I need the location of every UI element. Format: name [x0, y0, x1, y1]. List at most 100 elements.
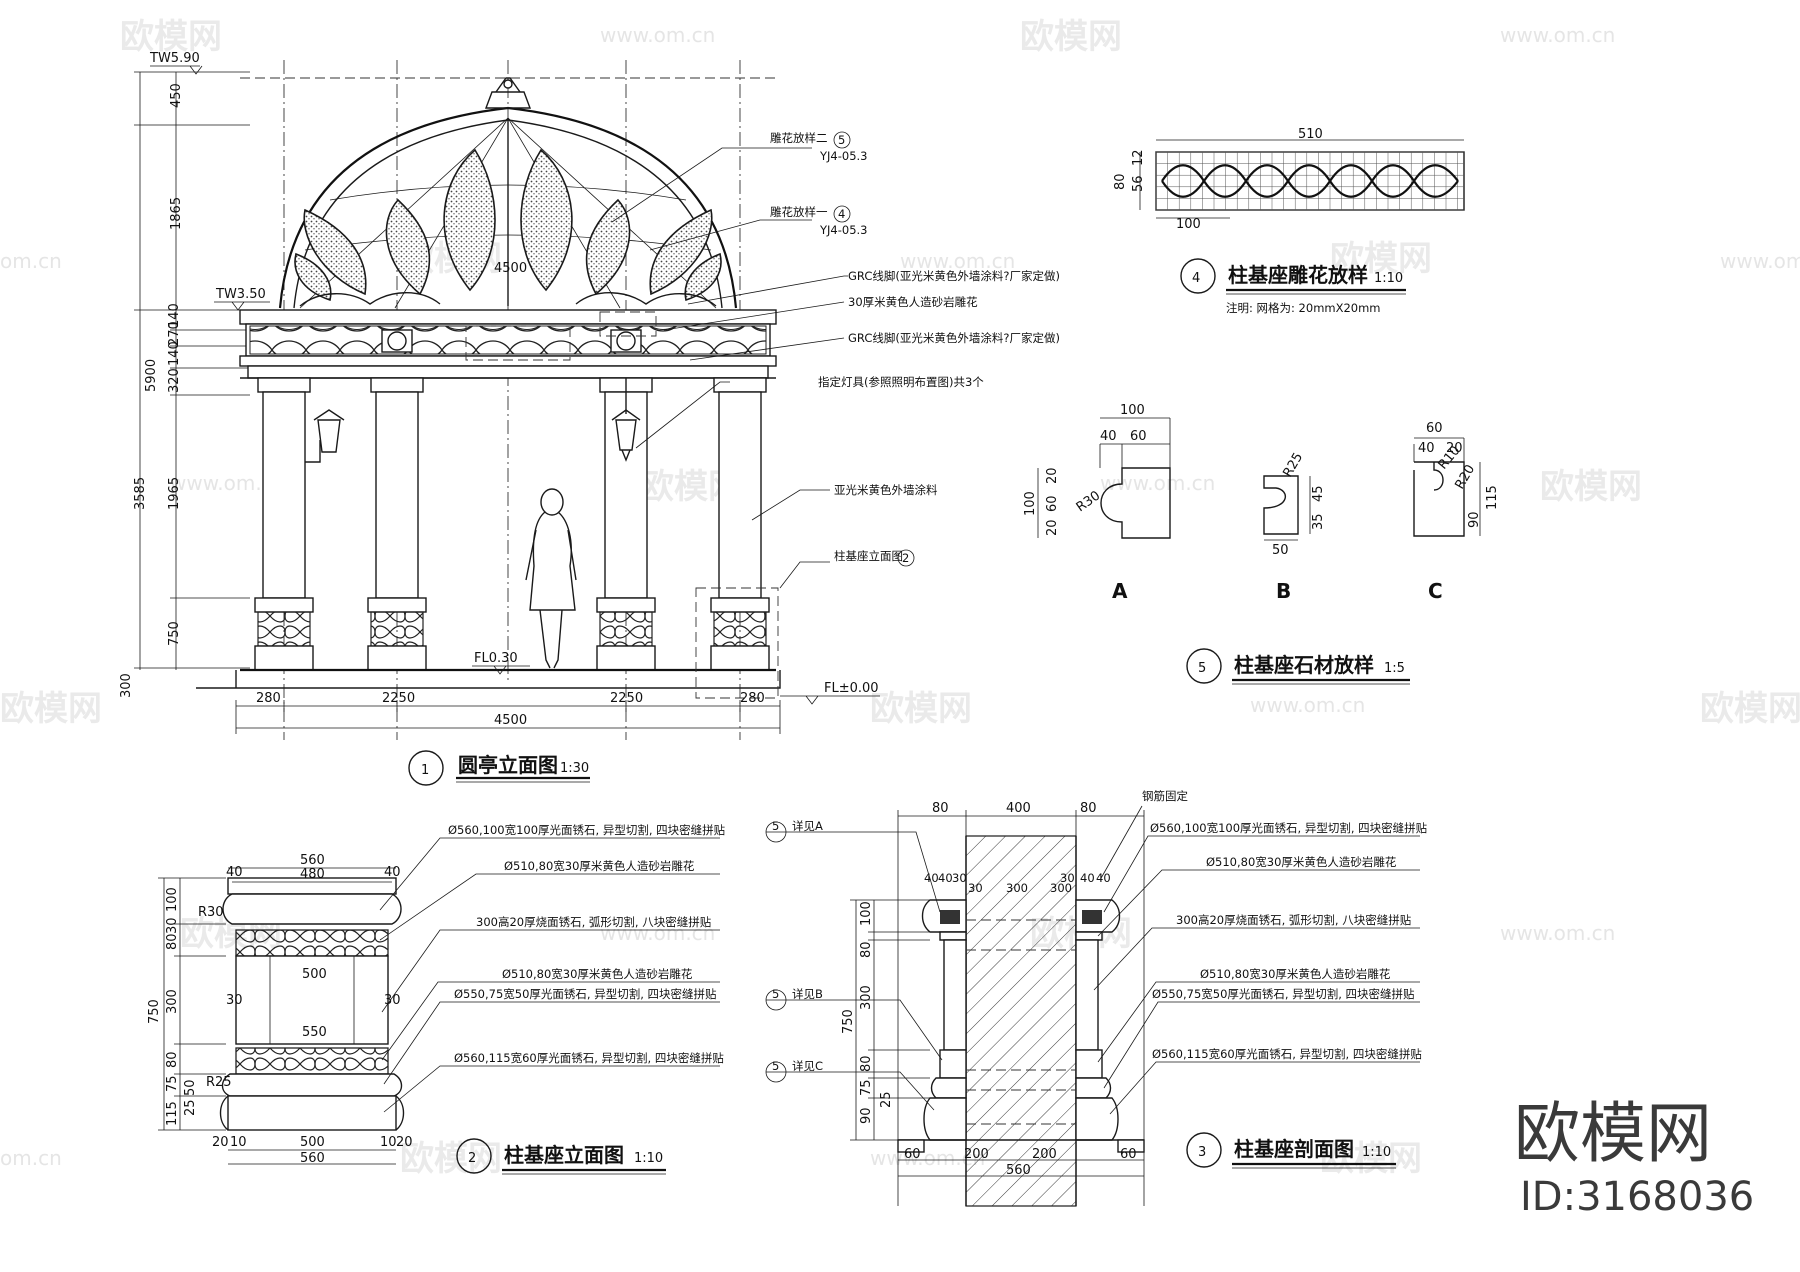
callout-carving-2: 雕花放样二: [770, 131, 828, 145]
fig3-number: 3: [1198, 1145, 1206, 1160]
fig3-small-dim-8: 40: [1080, 871, 1095, 885]
level-eave: TW3.50: [215, 287, 266, 302]
fig5-scale: 1:5: [1384, 661, 1405, 676]
scale-figure-person: [525, 488, 577, 669]
fig1-gazebo-elevation: TW5.90 TW3.50 450 1865 5900 3585 300 140…: [119, 51, 1060, 786]
fig3-callout-3: 300高20厚烧面锈石, 弧形切割, 八块密缝拼贴: [1176, 913, 1412, 927]
profile-c-dim-40: 40: [1418, 441, 1435, 456]
vdim-inner-2: 270: [167, 321, 182, 346]
fig2-side-mark-2: 30: [384, 993, 401, 1008]
section-ref-a-num: 5: [772, 819, 779, 833]
profile-c: 60 40 20 90 115 R10 R20 C: [1413, 421, 1500, 603]
fig3-vdim-300: 300: [859, 985, 874, 1010]
vdim-inner-3: 140: [167, 341, 182, 366]
dome-leaf: [303, 208, 367, 296]
brand-mark-id: ID:3168036: [1520, 1174, 1754, 1220]
fig2-dim-top-560: 560: [300, 853, 325, 868]
dome-leaf: [649, 208, 713, 296]
dome-leaf: [585, 198, 631, 296]
watermark-logo: 欧模网: [870, 689, 972, 729]
brand-mark: 欧模网 ID:3168036: [1514, 1095, 1754, 1220]
hdim-3: 2250: [610, 691, 643, 706]
watermark-url: www.om.cn: [600, 921, 715, 945]
vdim-outer-5: 300: [119, 673, 134, 698]
profile-a-label: A: [1112, 579, 1128, 603]
fig4-grid-dim: 100: [1176, 217, 1201, 232]
profile-b-dim-50: 50: [1272, 543, 1289, 558]
fig3-vdim-90: 90: [859, 1107, 874, 1124]
fig3-steel-note: 钢筋固定: [1142, 789, 1188, 803]
fig3-small-dim-4: 30: [968, 881, 983, 895]
fig2-vdim-50: 50: [183, 1079, 198, 1096]
fig3-dim-top-80a: 80: [932, 801, 949, 816]
fig2-scale: 1:10: [634, 1151, 663, 1166]
section-ref-c-label: 详见C: [792, 1059, 823, 1073]
fig2-vdim-30: 30: [165, 917, 180, 934]
watermark-logo: 欧模网: [0, 689, 102, 729]
section-ref-a: 5 详见A: [765, 819, 941, 913]
profile-c-dim-20: 20: [1446, 441, 1463, 456]
fig4-scale: 1:10: [1374, 271, 1403, 286]
callout-lamp: 指定灯具(参照照明布置图)共3个: [818, 375, 984, 389]
fig3-dim-bot-60b: 60: [1120, 1147, 1137, 1162]
callout-base-ref-num: 2: [902, 551, 909, 565]
section-ref-a-label: 详见A: [792, 819, 823, 833]
callout-grc-top: GRC线脚(亚光米黄色外墙涂料?厂家定做): [848, 269, 1060, 283]
brand-mark-name: 欧模网: [1514, 1095, 1712, 1172]
fig2-dim-bot-10b: 10: [380, 1135, 397, 1150]
watermark-url: www.om.cn: [1500, 23, 1615, 47]
watermark-url: www.om.cn: [1500, 921, 1615, 945]
profile-a-dim-60: 60: [1130, 429, 1147, 444]
watermark-logo: 欧模网: [120, 17, 222, 57]
fig2-vdim-75: 75: [165, 1075, 180, 1092]
fig3-dim-top-400: 400: [1006, 801, 1031, 816]
column-1: [254, 377, 314, 671]
fig2-dim-top-40b: 40: [384, 865, 401, 880]
watermark-url: www.om.c: [1720, 249, 1800, 273]
fig2-callout-1: Ø560,100宽100厚光面锈石, 异型切割, 四块密缝拼贴: [448, 823, 726, 837]
dome-width-label: 4500: [494, 261, 527, 276]
profile-b: 50 45 35 R25 B: [1263, 450, 1326, 603]
fig3-vdim-100: 100: [859, 901, 874, 926]
vdim-inner-4: 320: [167, 368, 182, 393]
fig4-number: 4: [1192, 271, 1200, 286]
section-ref-c-num: 5: [772, 1059, 779, 1073]
section-ref-c: 5 详见C: [765, 1059, 935, 1111]
fig3-dim-bot-200b: 200: [1032, 1147, 1057, 1162]
callout-carving-1-ref: 4: [838, 207, 845, 221]
fig2-vdim-100: 100: [165, 887, 180, 912]
fig3-small-dim-6: 300: [1050, 881, 1072, 895]
fig3-small-dim-3: 30: [952, 871, 967, 885]
vdim-inner-5: 1965: [167, 477, 182, 510]
fig2-callout-4: Ø510,80宽30厚米黄色人造砂岩雕花: [502, 967, 693, 981]
profile-b-radius: R25: [1280, 450, 1306, 480]
fig4-edge: 12: [1131, 149, 1146, 166]
fig2-vdim-750: 750: [147, 999, 162, 1024]
fig3-small-dim-5: 300: [1006, 881, 1028, 895]
vdim-outer-2: 1865: [169, 197, 184, 230]
profile-b-dim-45: 45: [1311, 485, 1326, 502]
section-ref-b-num: 5: [772, 987, 779, 1001]
fig3-title: 柱基座剖面图: [1234, 1137, 1354, 1161]
watermark-logo: 欧模网: [1320, 1139, 1422, 1179]
carving-grid: [1155, 151, 1464, 211]
profile-a-dim-v20a: 20: [1045, 467, 1060, 484]
fig5-title: 柱基座石材放样: [1234, 653, 1374, 677]
fig3-callout-4: Ø510,80宽30厚米黄色人造砂岩雕花: [1200, 967, 1391, 981]
fig3-callout-2: Ø510,80宽30厚米黄色人造砂岩雕花: [1206, 855, 1397, 869]
wall-lantern: [305, 409, 345, 463]
fig3-small-dim-9: 40: [1096, 871, 1111, 885]
hanging-lantern: [611, 378, 641, 462]
level-ground: FL±0.00: [824, 681, 879, 696]
fig2-callout-5: Ø550,75宽50厚光面锈石, 异型切割, 四块密缝拼贴: [454, 987, 717, 1001]
callout-carving-1: 雕花放样一: [770, 205, 828, 219]
profile-c-label: C: [1428, 579, 1443, 603]
fig2-dim-bot-560: 560: [300, 1151, 325, 1166]
fig3-dim-bot-560: 560: [1006, 1163, 1031, 1178]
fig2-dim-mid-500: 500: [302, 967, 327, 982]
fig2-callout-2: Ø510,80宽30厚米黄色人造砂岩雕花: [504, 859, 695, 873]
fig2-vdim-80b: 80: [165, 1051, 180, 1068]
dome-leaf: [294, 252, 332, 302]
profile-a-dim-100: 100: [1120, 403, 1145, 418]
fig2-side-mark-1: 30: [226, 993, 243, 1008]
